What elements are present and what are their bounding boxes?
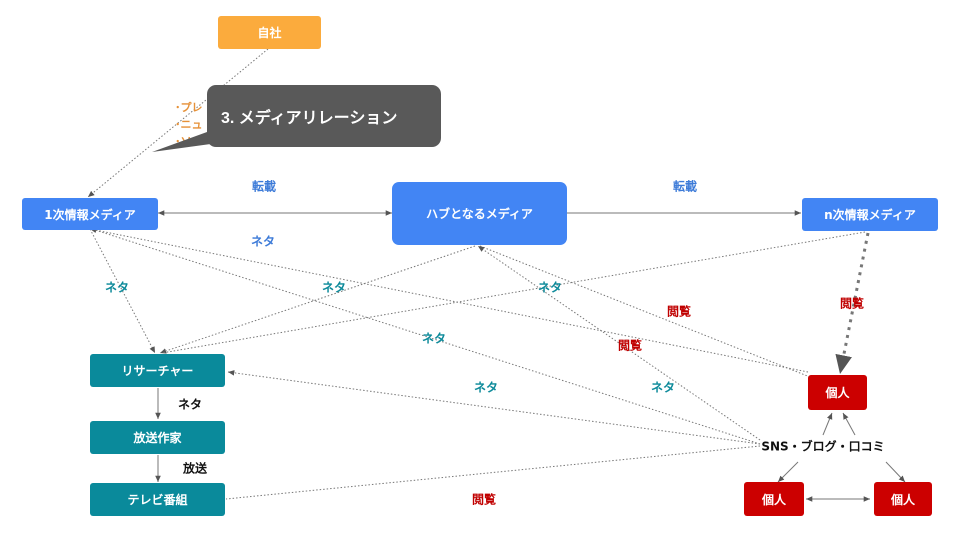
- edge-sns-individual-top-b: [842, 412, 856, 436]
- label-neta-sns-primary: ネタ: [421, 331, 447, 346]
- edge-sns-individual-right: [885, 461, 906, 483]
- primary-media-node[interactable]: 1次情報メディア: [22, 198, 158, 230]
- sns-node[interactable]: SNS・ブログ・口コミ: [761, 439, 885, 454]
- edge-hub-researcher: [159, 245, 476, 354]
- edge-primary-researcher: [89, 228, 156, 354]
- callout-title: 3. メディアリレーション: [221, 110, 398, 127]
- label-neta-primary-researcher: ネタ: [104, 280, 130, 295]
- edge-sns-hub: [477, 245, 761, 441]
- label-neta-sns-hub-lower: ネタ: [650, 380, 676, 395]
- label-neta-researcher-writer: ネタ: [177, 397, 203, 412]
- label-neta-primary-hub: ネタ: [250, 234, 276, 249]
- hidden-item-2: ･ニュ: [175, 118, 203, 131]
- company-node[interactable]: 自社: [218, 16, 321, 49]
- label-neta-sns-hub: ネタ: [537, 280, 563, 295]
- label-view-hub: 閲覧: [617, 338, 643, 353]
- label-view-primary: 閲覧: [666, 304, 692, 319]
- nth-media-node[interactable]: n次情報メディア: [802, 198, 938, 231]
- edge-sns-individual-left: [777, 461, 799, 483]
- label-reprint-right: 転載: [672, 179, 698, 194]
- individual-left-node[interactable]: 個人: [744, 482, 804, 516]
- edge-individual-hub: [479, 245, 811, 378]
- edge-individual-primary: [89, 227, 809, 373]
- edge-company-primary: [87, 48, 269, 198]
- researcher-node[interactable]: リサーチャー: [90, 354, 225, 387]
- label-reprint-left: 転載: [251, 179, 277, 194]
- edge-sns-individual-top-a: [822, 412, 833, 436]
- hidden-item-3: ･ソ: [175, 135, 192, 148]
- callout-box: 3. メディアリレーション: [207, 85, 441, 147]
- label-neta-sns-researcher: ネタ: [473, 380, 499, 395]
- individual-right-node[interactable]: 個人: [874, 482, 932, 516]
- label-broadcast-writer-tv: 放送: [182, 461, 208, 476]
- label-view-tv: 閲覧: [471, 492, 497, 507]
- hidden-item-1: ･プレ: [175, 101, 203, 114]
- broadcast-writer-node[interactable]: 放送作家: [90, 421, 225, 454]
- tv-program-node[interactable]: テレビ番組: [90, 483, 225, 516]
- individual-top-node[interactable]: 個人: [808, 375, 867, 410]
- hub-media-node[interactable]: ハブとなるメディア: [392, 182, 567, 245]
- label-view-nth: 閲覧: [839, 296, 865, 311]
- edge-nth-researcher: [161, 231, 866, 354]
- label-neta-hub-researcher: ネタ: [321, 280, 347, 295]
- callout-hidden-list: ･プレ ･ニュ ･ソ: [175, 99, 203, 150]
- edge-sns-primary: [91, 228, 761, 445]
